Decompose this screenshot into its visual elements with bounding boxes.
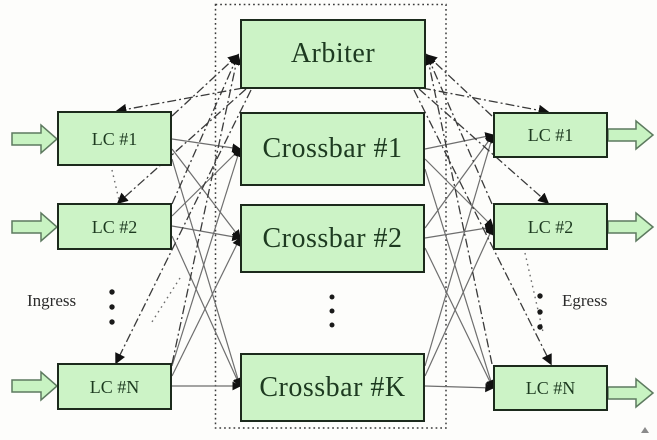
egress-ellipsis: [537, 309, 543, 315]
crossbar-box-1: Crossbar #1: [240, 112, 425, 186]
ingress-arrows: [11, 123, 59, 402]
egress-ellipsis: [537, 293, 543, 299]
ellipsis-dots: [109, 289, 543, 330]
egress-label: Egress: [562, 291, 608, 310]
ingress-arrow-3: [11, 370, 59, 402]
crossbar-ellipsis: [329, 308, 335, 314]
egress-arrows: [607, 119, 655, 409]
ingress-arbiter-request-links: [171, 53, 242, 365]
egress-lc-2: LC #2: [493, 203, 608, 250]
crossbar-box-k: Crossbar #K: [240, 353, 425, 422]
crossbar-to-egress-links: [424, 132, 496, 393]
egress-lc-n: LC #N: [493, 365, 608, 411]
arbiter-box: Arbiter: [240, 19, 426, 89]
ingress-label: Ingress: [27, 291, 77, 310]
ingress-ellipsis: [109, 304, 115, 310]
arbiter-egress-grant-links: [413, 87, 552, 366]
ingress-ellipsis: [109, 319, 115, 325]
crossbar-ellipsis: [329, 322, 335, 328]
arbiter-ingress-grant-links: [115, 87, 252, 365]
ingress-arrow-2: [11, 211, 59, 243]
ingress-ellipsis: [109, 289, 115, 295]
ingress-lc-2: LC #2: [57, 203, 172, 250]
egress-lc-1: LC #1: [493, 112, 608, 158]
corner-mark: [641, 427, 649, 433]
egress-arrow-3: [607, 377, 655, 409]
fabric-boundary: [214, 3, 447, 429]
ingress-arrow-1: [11, 123, 59, 155]
ingress-lc-1: LC #1: [57, 111, 172, 166]
ingress-lc-n: LC #N: [57, 363, 172, 410]
egress-arbiter-request-links: [423, 53, 493, 365]
crossbar-ellipsis: [329, 294, 335, 300]
egress-ellipsis: [537, 324, 543, 330]
ingress-to-crossbar-links: [171, 138, 243, 391]
egress-arrow-1: [607, 119, 655, 151]
crossbar-box-2: Crossbar #2: [240, 204, 425, 273]
egress-arrow-2: [607, 211, 655, 243]
